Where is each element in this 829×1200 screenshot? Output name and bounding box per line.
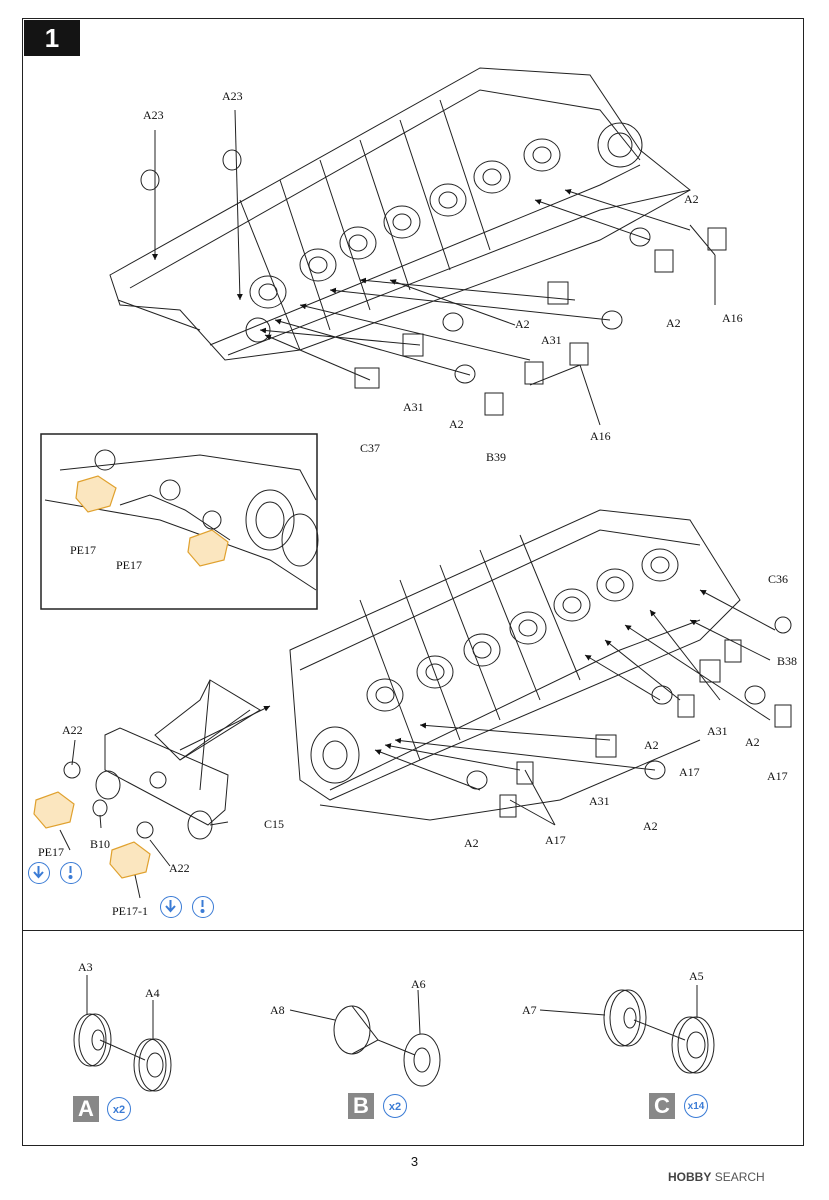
label-a17-1: A17: [679, 765, 700, 779]
watermark-suffix: SEARCH: [714, 1170, 765, 1184]
subassembly-a-badge: A: [73, 1096, 99, 1122]
label-a2-7: A2: [643, 819, 658, 833]
label-a23-left: A23: [143, 108, 164, 122]
label-b10: B10: [90, 837, 110, 851]
watermark-brand: HOBBY: [668, 1170, 712, 1184]
label-pe17-inset-2: PE17: [116, 558, 142, 572]
label-a31-2: A31: [403, 400, 424, 414]
label-c36: C36: [768, 572, 788, 586]
label-a6: A6: [411, 977, 426, 991]
subassembly-a-drawing: [73, 975, 172, 1092]
label-b39: B39: [486, 450, 506, 464]
label-a8: A8: [270, 1003, 285, 1017]
label-a22-2: A22: [169, 861, 190, 875]
page-frame: [22, 18, 804, 1146]
fold-down-icon: [28, 862, 50, 884]
pe17-etched-parts-main: [33, 791, 151, 879]
subassembly-b-badge: B: [348, 1093, 374, 1119]
label-a22-1: A22: [62, 723, 83, 737]
label-a2-1: A2: [684, 192, 699, 206]
section-divider: [22, 930, 804, 931]
label-a2-3: A2: [515, 317, 530, 331]
subassembly-c-badge: C: [649, 1093, 675, 1119]
label-pe17-main: PE17: [38, 845, 64, 859]
label-a31-4: A31: [589, 794, 610, 808]
label-a31-3: A31: [707, 724, 728, 738]
subassembly-b-drawing: [289, 989, 441, 1087]
label-a16-1: A16: [722, 311, 743, 325]
label-pe17-1: PE17-1: [112, 904, 148, 918]
lower-hull-drawing: [63, 509, 792, 840]
label-a23-right: A23: [222, 89, 243, 103]
fold-down-icon-2: [160, 896, 182, 918]
inset-detail: [40, 433, 319, 610]
label-a2-6: A2: [745, 735, 760, 749]
part-labels: A23 A23 A2 A16 A2 A2 A31 A31 A2 A16 C37 …: [38, 89, 797, 1017]
page-number: 3: [410, 1154, 419, 1169]
glue-icon: [60, 862, 82, 884]
subassembly-c-qty: x14: [684, 1094, 708, 1118]
label-b38: B38: [777, 654, 797, 668]
step-number-badge: 1: [24, 20, 80, 56]
label-a2-5: A2: [644, 738, 659, 752]
label-a2-4: A2: [449, 417, 464, 431]
subassembly-b-qty: x2: [383, 1094, 407, 1118]
label-a31-1: A31: [541, 333, 562, 347]
label-a17-2: A17: [767, 769, 788, 783]
label-a17-3: A17: [545, 833, 566, 847]
subassembly-c-drawing: [539, 985, 715, 1074]
label-a2-2: A2: [666, 316, 681, 330]
label-a16-2: A16: [590, 429, 611, 443]
pe17-etched-parts-inset: [75, 475, 229, 567]
upper-hull-drawing: [109, 67, 727, 426]
label-c15: C15: [264, 817, 284, 831]
label-c37: C37: [360, 441, 380, 455]
label-a7: A7: [522, 1003, 537, 1017]
glue-icon-2: [192, 896, 214, 918]
label-a4: A4: [145, 986, 160, 1000]
label-pe17-inset-1: PE17: [70, 543, 96, 557]
subassembly-a-qty: x2: [107, 1097, 131, 1121]
label-a5: A5: [689, 969, 704, 983]
label-a2-8: A2: [464, 836, 479, 850]
watermark: HOBBY SEARCH: [668, 1170, 765, 1184]
label-a3: A3: [78, 960, 93, 974]
